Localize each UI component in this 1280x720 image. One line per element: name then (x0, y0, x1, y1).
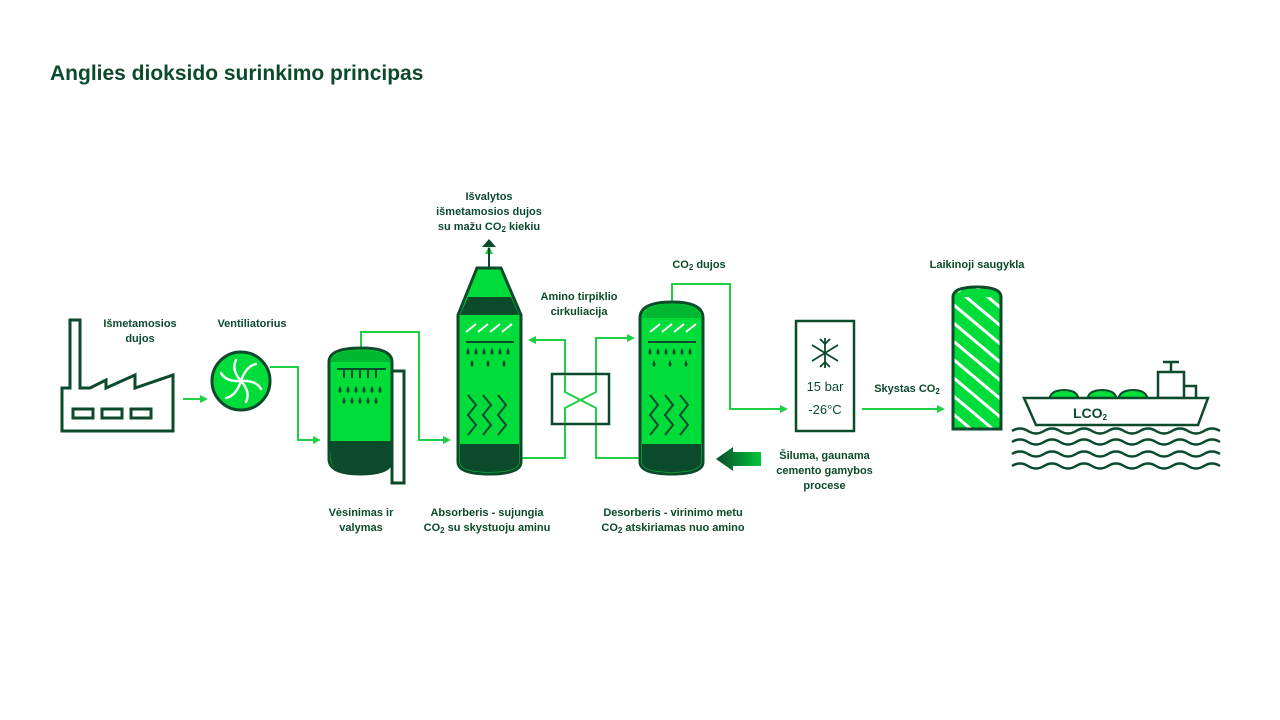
label-absorber-line2: CO2 su skystuoju aminu (423, 522, 551, 535)
ship-icon (1022, 360, 1210, 427)
desorber-column (638, 300, 705, 476)
page-title: Anglies dioksido surinkimo principas (50, 62, 424, 85)
label-cooling-line1: Vėsinimas ir (328, 507, 394, 519)
factory-icon (60, 318, 175, 433)
label-cooling: Vėsinimas ir valymas (311, 506, 411, 536)
liquefier-pressure: 15 bar (806, 379, 844, 394)
label-absorber: Absorberis - sujungia CO2 su skystuoju a… (412, 506, 562, 538)
label-amine-circulation: Amino tirpiklio cirkuliacija (529, 290, 629, 320)
label-amine-line2: cirkuliacija (550, 306, 608, 318)
label-exhaust-gas-line2: dujos (125, 333, 155, 345)
heat-exchanger (550, 372, 611, 426)
fan-icon (210, 350, 272, 412)
label-heat-line2: cemento gamybos (776, 465, 873, 477)
label-absorber-line1: Absorberis - sujungia (430, 507, 544, 519)
label-desorber-line1: Desorberis - virinimo metu (603, 507, 743, 519)
label-desorber-line2: CO2 atskiriamas nuo amino (601, 522, 745, 535)
label-heat-line3: procese (803, 480, 846, 492)
label-amine-line1: Amino tirpiklio (540, 291, 618, 303)
label-cleaned-gas-line3: su mažu CO2 kiekiu (437, 221, 541, 234)
label-cleaned-gas-line1: Išvalytos (465, 191, 513, 203)
cooling-column (327, 346, 406, 485)
label-exhaust-gas: Išmetamosios dujos (85, 317, 195, 347)
ship-label: LCO2 (1073, 405, 1108, 422)
storage-tank (951, 285, 1003, 431)
label-temp-storage: Laikinoji saugykla (929, 259, 1025, 271)
label-liquid-co2: Skystas CO2 (874, 383, 940, 396)
absorber-column (456, 239, 523, 476)
label-desorber: Desorberis - virinimo metu CO2 atskiriam… (591, 506, 755, 538)
label-cleaned-gas-line2: išmetamosios dujos (436, 206, 542, 218)
label-co2-gas: CO2 dujos (672, 259, 726, 272)
snowflake-icon (811, 338, 839, 368)
liquefier-temperature: -26°C (808, 402, 842, 417)
label-fan: Ventiliatorius (217, 318, 287, 330)
sea-waves (1011, 427, 1221, 470)
label-heat-line1: Šiluma, gaunama (779, 450, 870, 462)
liquefier-unit (794, 319, 856, 433)
label-cooling-line2: valymas (339, 522, 383, 534)
label-cleaned-gas: Išvalytos išmetamosios dujos su mažu CO2… (424, 190, 554, 237)
label-heat: Šiluma, gaunama cemento gamybos procese (767, 449, 882, 494)
label-exhaust-gas-line1: Išmetamosios (103, 318, 177, 330)
heat-input-arrow (716, 447, 761, 471)
